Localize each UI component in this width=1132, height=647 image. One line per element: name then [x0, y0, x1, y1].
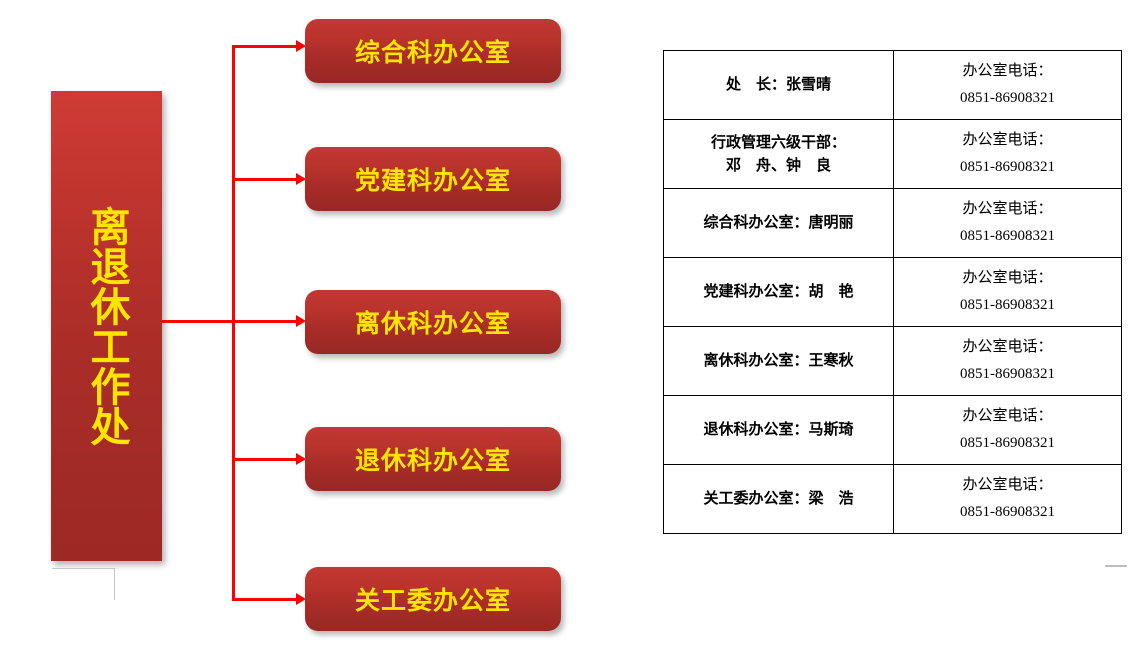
staff-phone-cell: 办公室电话： 0851-86908321 [893, 395, 1122, 465]
staff-contact-table: 处 长：张雪晴 办公室电话： 0851-86908321 行政管理六级干部： 邓… [663, 50, 1122, 534]
arrow-head-icon-5 [296, 593, 306, 605]
dept-label: 关工委办公室 [354, 587, 511, 615]
table-row: 处 长：张雪晴 办公室电话： 0851-86908321 [663, 50, 1122, 120]
arrow-head-icon-1 [296, 40, 306, 52]
table-row: 行政管理六级干部： 邓 舟、钟 良 办公室电话： 0851-86908321 [663, 119, 1122, 189]
staff-role-cell: 离休科办公室：王寒秋 [663, 326, 894, 396]
dept-label: 综合科办公室 [354, 39, 511, 67]
connector-branch-3 [232, 320, 298, 323]
staff-role-cell: 综合科办公室：唐明丽 [663, 188, 894, 258]
staff-role-cell: 行政管理六级干部： 邓 舟、钟 良 [663, 119, 894, 189]
table-row: 党建科办公室：胡 艳 办公室电话： 0851-86908321 [663, 257, 1122, 327]
connector-branch-4 [232, 458, 298, 461]
staff-phone-cell: 办公室电话： 0851-86908321 [893, 119, 1122, 189]
table-row: 离休科办公室：王寒秋 办公室电话： 0851-86908321 [663, 326, 1122, 396]
dept-box-party-building[interactable]: 党建科办公室 [305, 147, 561, 211]
table-row: 关工委办公室：梁 浩 办公室电话： 0851-86908321 [663, 464, 1122, 534]
background-artifact-horizontal [52, 568, 114, 569]
staff-phone-cell: 办公室电话： 0851-86908321 [893, 257, 1122, 327]
table-row: 综合科办公室：唐明丽 办公室电话： 0851-86908321 [663, 188, 1122, 258]
background-artifact-vertical [114, 568, 115, 600]
connector-branch-2 [232, 178, 298, 181]
staff-role-cell: 处 长：张雪晴 [663, 50, 894, 120]
staff-role-cell: 党建科办公室：胡 艳 [663, 257, 894, 327]
staff-role-cell: 退休科办公室：马斯琦 [663, 395, 894, 465]
dept-box-youth-committee[interactable]: 关工委办公室 [305, 567, 561, 631]
staff-role-cell: 关工委办公室：梁 浩 [663, 464, 894, 534]
table-row: 退休科办公室：马斯琦 办公室电话： 0851-86908321 [663, 395, 1122, 465]
main-unit-box[interactable]: 离退休工作处 [51, 91, 162, 561]
dept-box-retired-cadre[interactable]: 离休科办公室 [305, 290, 561, 354]
connector-branch-1 [232, 45, 298, 48]
arrow-head-icon-2 [296, 173, 306, 185]
dept-box-retirement[interactable]: 退休科办公室 [305, 427, 561, 491]
staff-phone-cell: 办公室电话： 0851-86908321 [893, 464, 1122, 534]
staff-phone-cell: 办公室电话： 0851-86908321 [893, 50, 1122, 120]
arrow-head-icon-4 [296, 453, 306, 465]
dept-label: 党建科办公室 [354, 167, 511, 195]
dept-label: 退休科办公室 [354, 447, 511, 475]
staff-phone-cell: 办公室电话： 0851-86908321 [893, 326, 1122, 396]
connector-branch-5 [232, 598, 298, 601]
main-unit-label: 离退休工作处 [84, 206, 129, 446]
arrow-head-icon-3 [296, 315, 306, 327]
dept-box-comprehensive[interactable]: 综合科办公室 [305, 19, 561, 83]
table-side-dash-artifact [1105, 565, 1127, 567]
staff-phone-cell: 办公室电话： 0851-86908321 [893, 188, 1122, 258]
connector-trunk [162, 320, 234, 323]
dept-label: 离休科办公室 [354, 310, 511, 338]
